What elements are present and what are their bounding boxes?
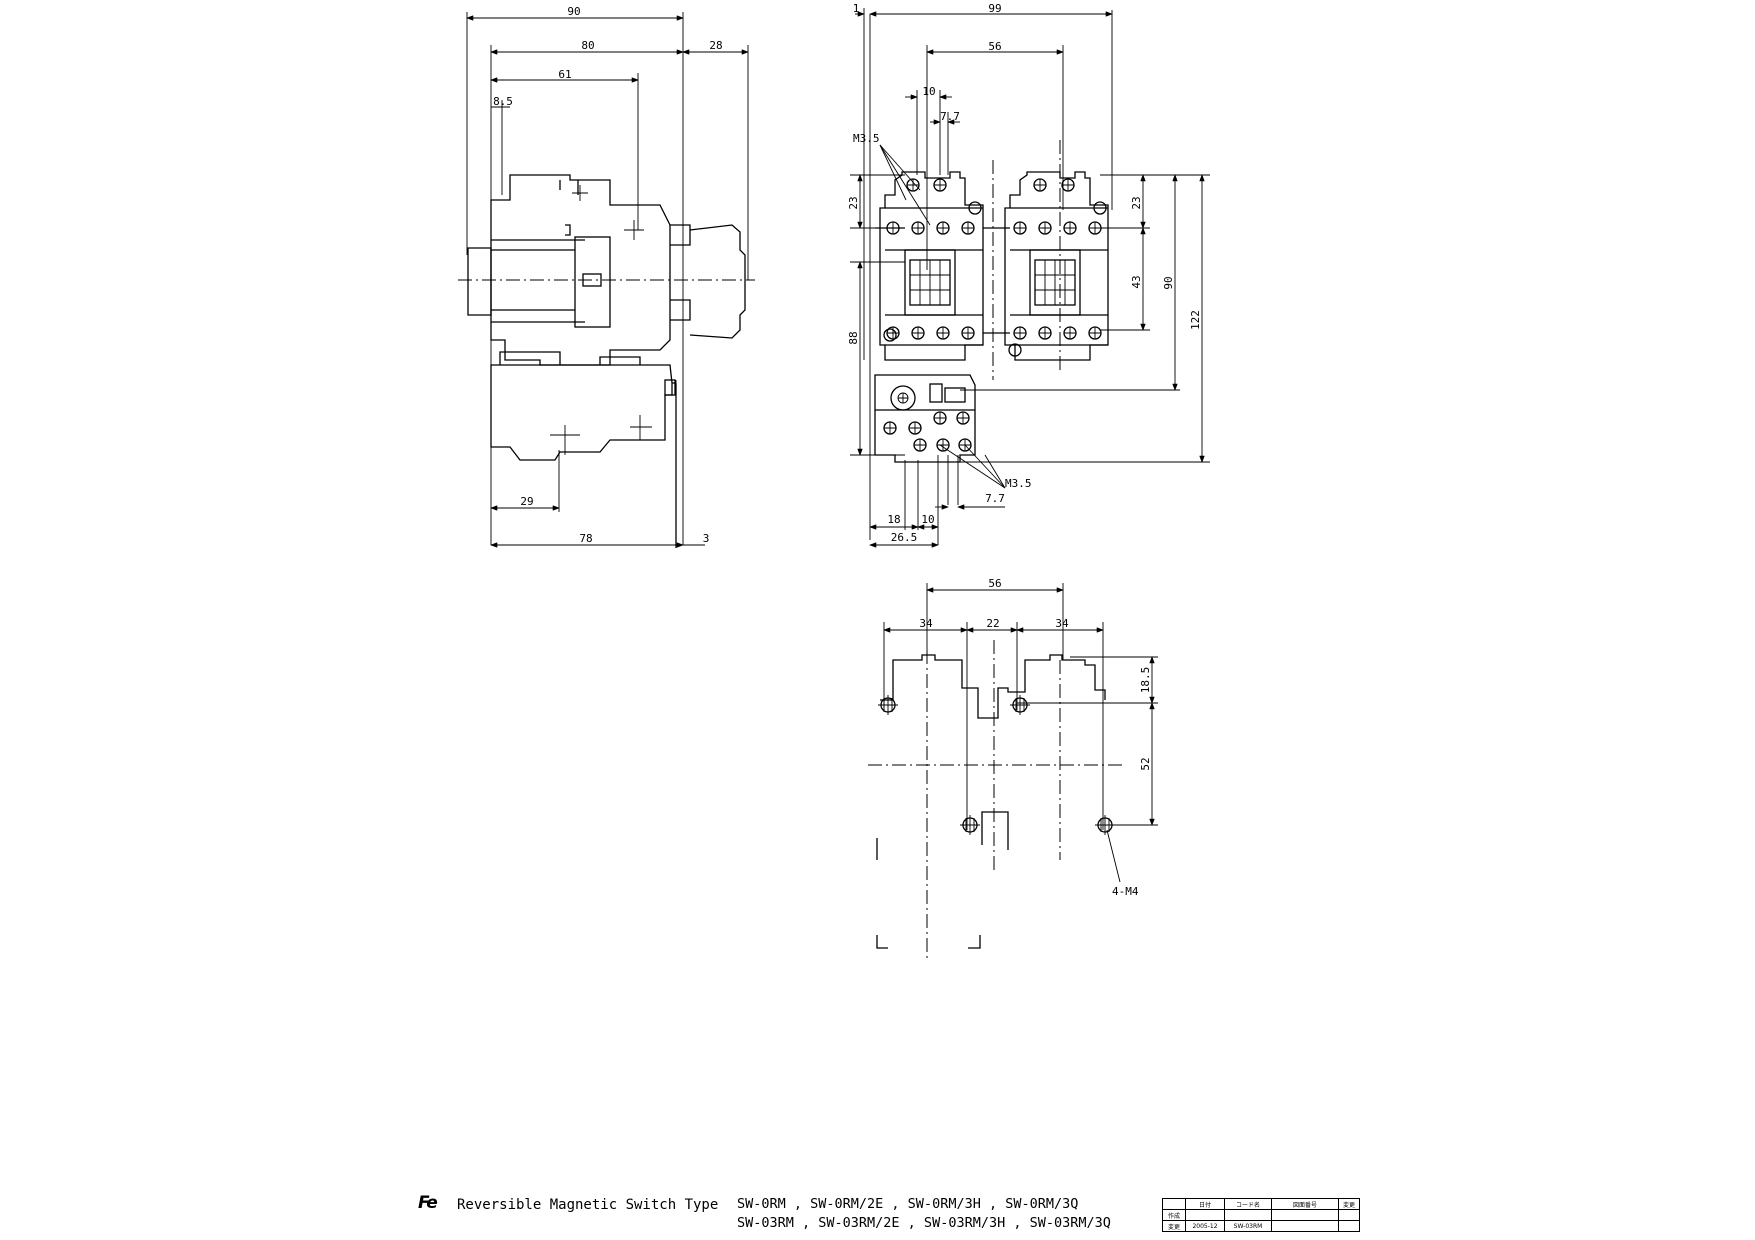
mounting-view xyxy=(868,583,1158,960)
side-view xyxy=(458,12,755,548)
dim-mount-18-5: 18.5 xyxy=(1139,667,1152,694)
table-cell: 図面番号 xyxy=(1271,1198,1339,1210)
table-cell: SW-03RM xyxy=(1224,1220,1272,1232)
dim-mount-52: 52 xyxy=(1139,757,1152,770)
label-front-m3-5-top: M3.5 xyxy=(853,132,880,145)
dim-mount-34-right: 34 xyxy=(1055,617,1069,630)
table-cell xyxy=(1271,1220,1339,1232)
table-row: 日付 コード名 図面番号 変更 xyxy=(1162,1198,1360,1210)
dim-front-23-left: 23 xyxy=(847,196,860,209)
table-cell xyxy=(1271,1209,1339,1221)
table-cell xyxy=(1224,1209,1272,1221)
dim-front-90: 90 xyxy=(1162,276,1175,289)
table-cell: コード名 xyxy=(1224,1198,1272,1210)
table-cell xyxy=(1338,1209,1360,1221)
dim-side-28: 28 xyxy=(709,39,722,52)
dim-front-7-7: 7.7 xyxy=(940,110,960,123)
dim-front-7-7-bottom: 7.7 xyxy=(985,492,1005,505)
dim-side-78: 78 xyxy=(579,532,592,545)
left-contactor xyxy=(875,171,984,361)
dim-side-3: 3 xyxy=(703,532,710,545)
dim-mount-34-left: 34 xyxy=(919,617,933,630)
table-cell xyxy=(1338,1220,1360,1232)
model-list: SW-0RM , SW-0RM/2E , SW-0RM/3H , SW-0RM/… xyxy=(737,1195,1111,1233)
dim-front-10: 10 xyxy=(922,85,935,98)
right-contactor xyxy=(983,171,1109,361)
screw-row xyxy=(886,178,975,340)
dim-side-29: 29 xyxy=(520,495,533,508)
table-cell: 日付 xyxy=(1185,1198,1225,1210)
table-cell: 変更 xyxy=(1338,1198,1360,1210)
model-line-1: SW-0RM , SW-0RM/2E , SW-0RM/3H , SW-0RM/… xyxy=(737,1196,1079,1212)
table-cell: 作成 xyxy=(1162,1209,1186,1221)
table-row: 作成 xyxy=(1162,1209,1360,1221)
dim-front-26-5: 26.5 xyxy=(891,531,918,544)
dim-mount-22: 22 xyxy=(986,617,999,630)
dim-front-99: 99 xyxy=(988,2,1001,15)
fuji-logo: Fe xyxy=(418,1193,438,1213)
table-row: 変更 2005-12 SW-03RM xyxy=(1162,1220,1360,1232)
label-front-m3-5-bottom: M3.5 xyxy=(1005,477,1032,490)
dim-mount-56: 56 xyxy=(988,577,1001,590)
overload-relay xyxy=(874,374,976,463)
revision-table: 日付 コード名 図面番号 変更 作成 変更 2005-12 SW-03RM xyxy=(1162,1198,1360,1232)
dim-side-90: 90 xyxy=(567,5,580,18)
dim-front-43: 43 xyxy=(1130,275,1143,288)
dimension-labels: 90 80 28 61 8.5 29 78 3 1 99 56 10 7.7 M… xyxy=(493,2,1202,898)
table-cell: 2005-12 xyxy=(1185,1220,1225,1232)
dim-front-88: 88 xyxy=(847,331,860,344)
table-cell xyxy=(1185,1209,1225,1221)
table-cell: 変更 xyxy=(1162,1220,1186,1232)
dim-side-80: 80 xyxy=(581,39,594,52)
dim-front-56: 56 xyxy=(988,40,1001,53)
dim-front-23-right: 23 xyxy=(1130,196,1143,209)
model-line-2: SW-03RM , SW-03RM/2E , SW-03RM/3H , SW-0… xyxy=(737,1215,1111,1231)
front-view xyxy=(850,8,1210,548)
dim-side-61: 61 xyxy=(558,68,571,81)
drawing-title: Reversible Magnetic Switch Type xyxy=(457,1197,719,1213)
dim-front-1: 1 xyxy=(853,2,860,15)
dim-side-8-5: 8.5 xyxy=(493,95,513,108)
dim-front-18: 18 xyxy=(887,513,900,526)
label-mount-4-m4: 4-M4 xyxy=(1112,885,1139,898)
table-cell xyxy=(1162,1198,1186,1210)
dim-front-122: 122 xyxy=(1189,310,1202,330)
dim-front-10-bottom: 10 xyxy=(921,513,934,526)
